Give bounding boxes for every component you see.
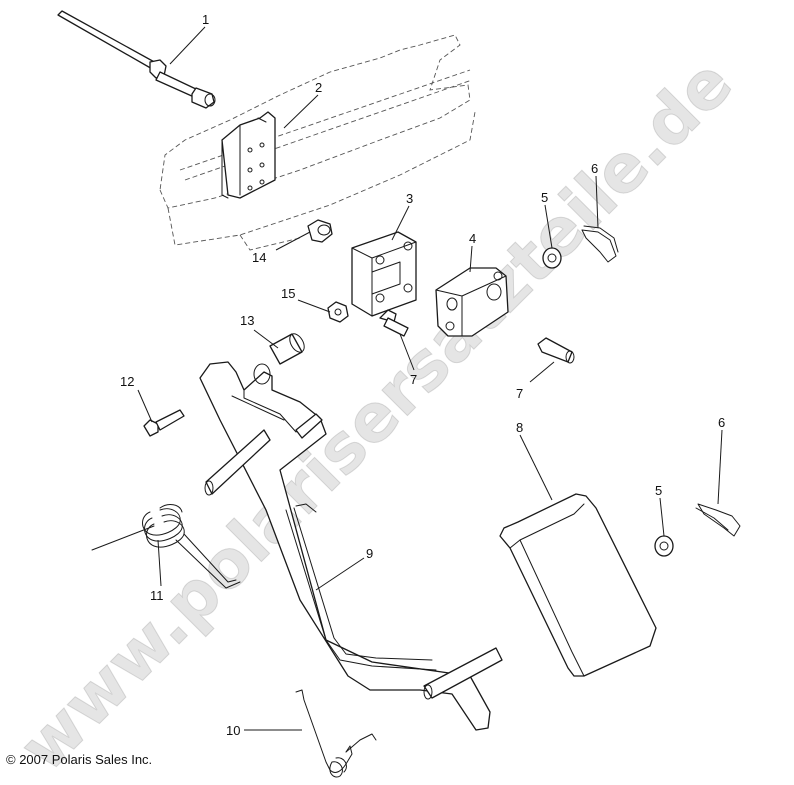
callout-14: 14 bbox=[252, 250, 266, 265]
pedal-arm bbox=[199, 361, 503, 731]
frame-rail bbox=[159, 34, 476, 251]
housing-block bbox=[435, 267, 509, 337]
callout-7-upper: 7 bbox=[410, 372, 417, 387]
callout-2: 2 bbox=[315, 80, 322, 95]
bushing bbox=[307, 219, 333, 243]
callout-3: 3 bbox=[406, 191, 413, 206]
callout-15: 15 bbox=[281, 286, 295, 301]
callout-11: 11 bbox=[150, 588, 164, 603]
callout-6-lower: 6 bbox=[718, 415, 725, 430]
clip-lower bbox=[695, 503, 741, 537]
callout-6-upper: 6 bbox=[591, 161, 598, 176]
callout-5-upper: 5 bbox=[541, 190, 548, 205]
return-spring bbox=[295, 689, 377, 778]
callout-7-lower: 7 bbox=[516, 386, 523, 401]
callout-4: 4 bbox=[469, 231, 476, 246]
bolt-lower bbox=[537, 337, 575, 364]
pedal-rod bbox=[57, 10, 216, 109]
callout-8: 8 bbox=[516, 420, 523, 435]
mounting-block bbox=[351, 231, 417, 317]
copyright-notice: © 2007 Polaris Sales Inc. bbox=[6, 752, 153, 767]
washer-upper bbox=[542, 247, 562, 269]
pivot-pin bbox=[269, 333, 305, 365]
callout-9: 9 bbox=[366, 546, 373, 561]
callout-5-lower: 5 bbox=[655, 483, 662, 498]
nut bbox=[327, 301, 349, 323]
callout-labels: 1 2 3 4 5 6 14 15 13 7 7 12 8 6 5 9 11 1… bbox=[120, 12, 725, 738]
washer-lower bbox=[654, 535, 674, 557]
leader-lines bbox=[137, 26, 723, 731]
torsion-spring bbox=[91, 504, 241, 589]
callout-13: 13 bbox=[240, 313, 254, 328]
callout-10: 10 bbox=[226, 723, 240, 738]
bolt-upper bbox=[379, 309, 409, 337]
callout-1: 1 bbox=[202, 12, 209, 27]
clip-upper bbox=[581, 225, 619, 263]
callout-12: 12 bbox=[120, 374, 134, 389]
bolt-12 bbox=[143, 409, 185, 437]
pedal-pad bbox=[499, 493, 657, 677]
